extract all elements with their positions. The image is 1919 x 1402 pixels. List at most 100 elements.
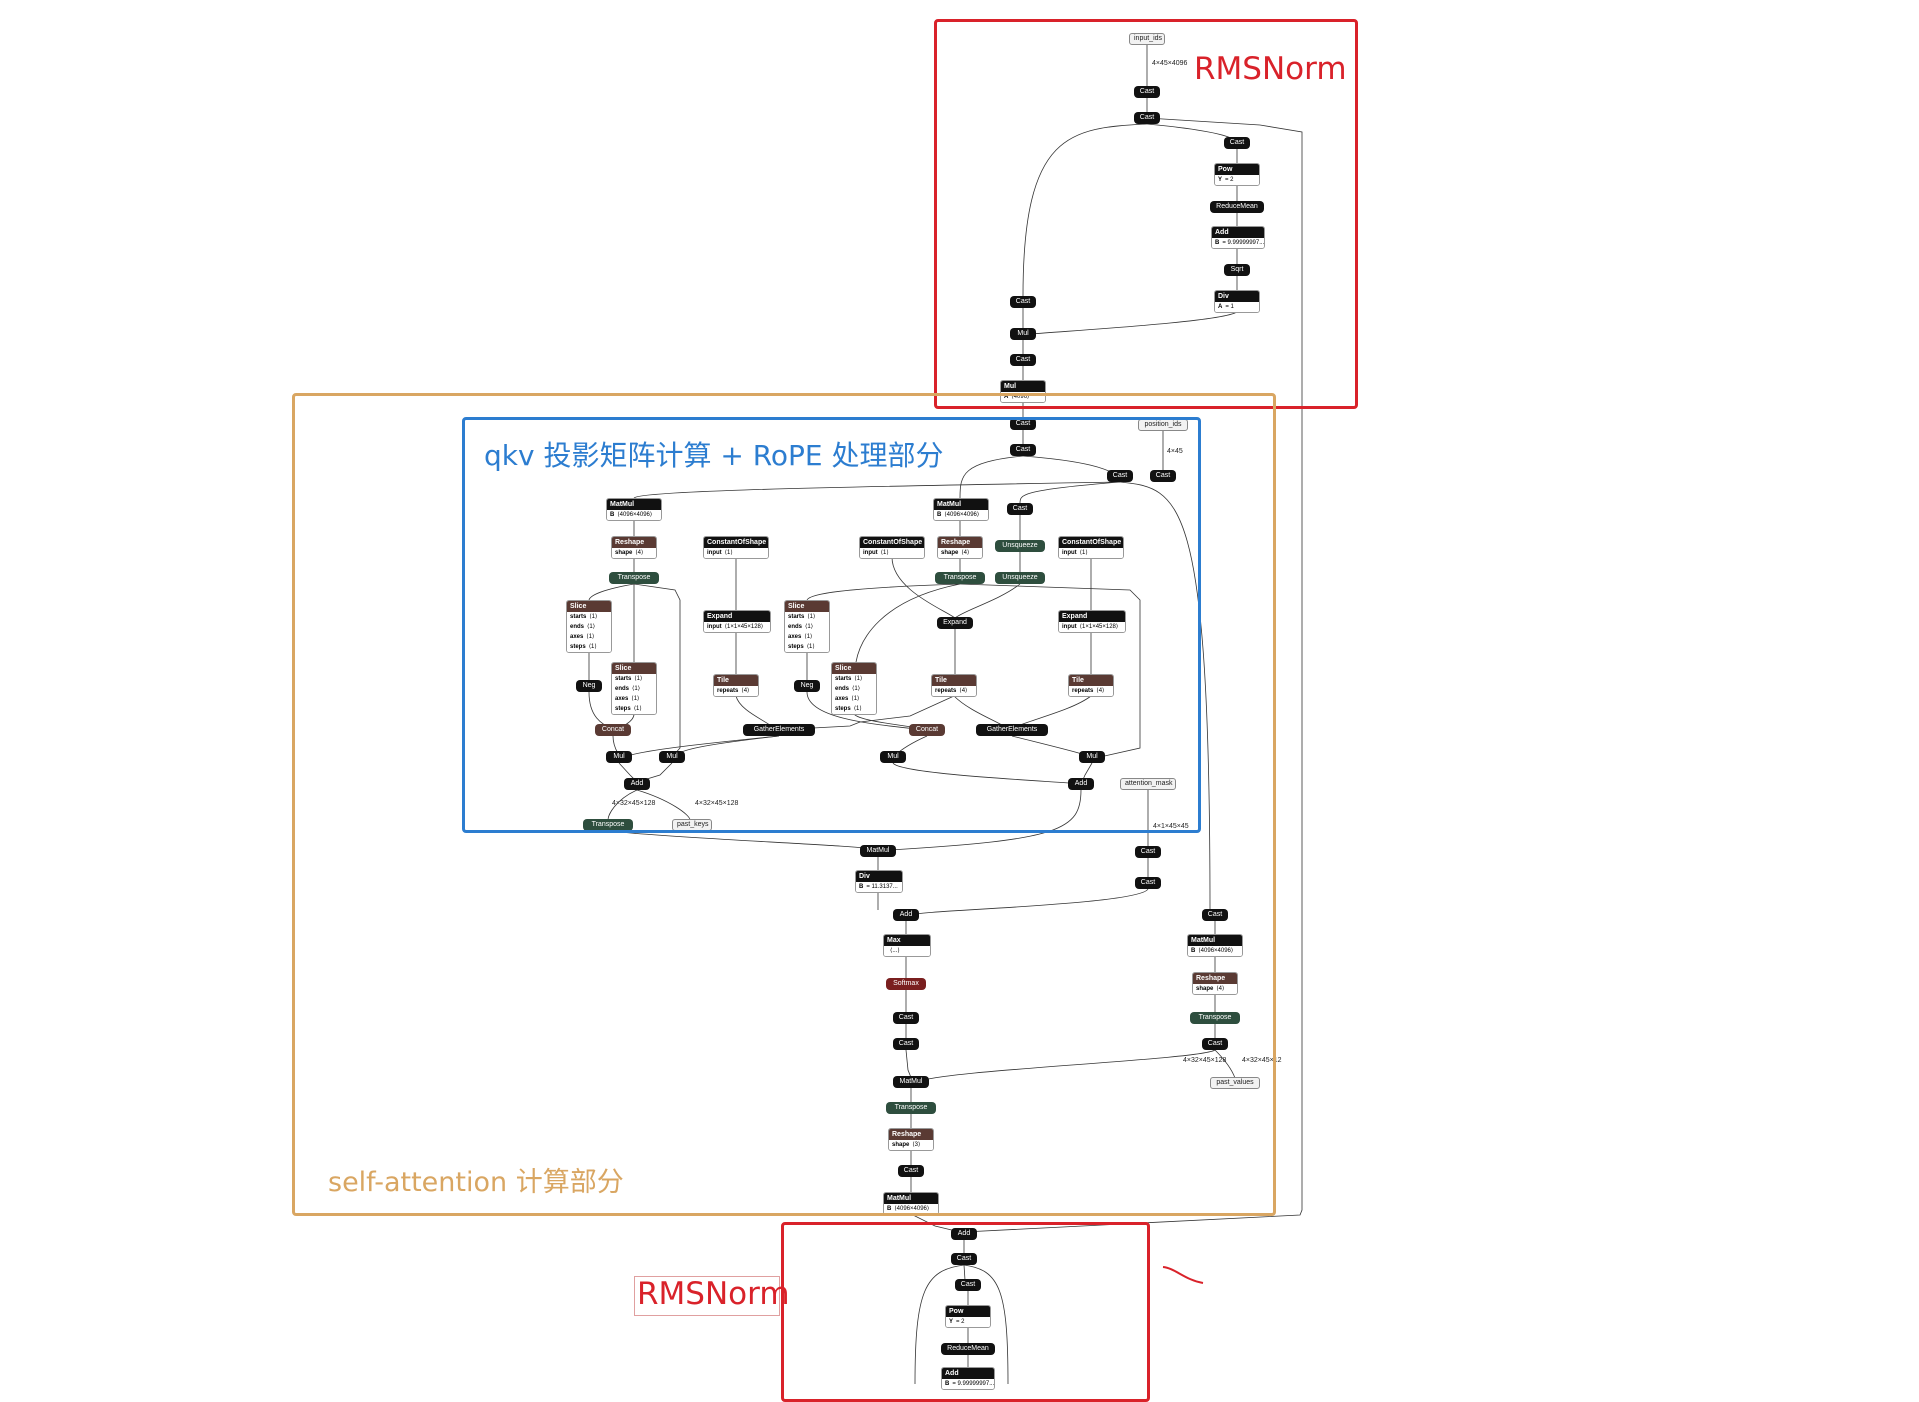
reducemean-op-node[interactable]: ReduceMean [1210,201,1264,213]
cast-op-node[interactable]: Cast [1201,909,1229,921]
sqrt-op-node[interactable]: Sqrt [1223,264,1251,276]
input-ids-io-node[interactable]: input_ids [1129,33,1165,45]
cast-op-node[interactable]: Cast [1223,137,1251,149]
cast-op-node[interactable]: Cast [897,1165,925,1177]
cast-op-node[interactable]: Cast [1009,444,1037,456]
matmul-op-node[interactable]: MatMul [893,1076,929,1088]
gatherelements-b-op-node[interactable]: GatherElements [975,724,1049,736]
op-node-attribute: Y= 2 [946,1317,990,1327]
add-op-node[interactable]: Add [893,909,919,921]
cast-op-node[interactable]: Cast [1149,470,1177,482]
unsqueeze-a-op-node[interactable]: Unsqueeze [995,540,1045,552]
mul-op-node[interactable]: Mul [659,751,685,763]
op-node-attribute: input⟨1⟩ [704,548,768,558]
mul-op-node[interactable]: Mul [880,751,906,763]
op-node-attribute: ends⟨1⟩ [612,684,656,694]
matmul-op-node[interactable]: MatMul [860,845,896,857]
qkv-rope-title: qkv 投影矩阵计算 + RoPE 处理部分 [484,439,944,472]
op-node-attribute: starts⟨1⟩ [785,612,829,622]
add-op-node[interactable]: Add [624,778,650,790]
cast-op-node[interactable]: Cast [954,1279,982,1291]
add-op-node[interactable]: Add [951,1228,977,1240]
unsqueeze-b-op-node[interactable]: Unsqueeze [995,572,1045,584]
cast-op-node[interactable]: Cast [950,1253,978,1265]
cast-op-node[interactable]: Cast [1133,86,1161,98]
transpose-q-op-node[interactable]: Transpose [609,572,659,584]
transpose-k-op-node[interactable]: Transpose [935,572,985,584]
attention-mask-io-node[interactable]: attention_mask [1120,778,1176,790]
op-node-attribute: Y= 2 [1215,175,1259,185]
attribute-name: shape [941,550,959,556]
gatherelements-a-op-node[interactable]: GatherElements [742,724,816,736]
graph-edge [855,583,961,663]
op-node-title: Div [1215,291,1259,302]
attribute-value: ⟨4096×4096⟩ [1198,948,1234,954]
cast-op-node[interactable]: Cast [1134,877,1162,889]
attribute-value: ⟨4096⟩ [1011,394,1030,400]
transpose-v-op-node[interactable]: Transpose [1190,1012,1240,1024]
op-node-title: Add [942,1368,994,1379]
cast-op-node[interactable]: Cast [1006,503,1034,515]
mul-op-node[interactable]: Mul [1079,751,1105,763]
reducemean-op-node[interactable]: ReduceMean [941,1343,995,1355]
cast-op-node[interactable]: Cast [1201,1038,1229,1050]
op-node-attribute: starts⟨1⟩ [832,674,876,684]
cast-op-node[interactable]: Cast [1009,354,1037,366]
attribute-value: ⟨1⟩ [854,676,863,682]
edge-shape-label: 4×45 [1167,448,1183,455]
cast-op-node[interactable]: Cast [892,1038,920,1050]
cast-op-node[interactable]: Cast [1009,296,1037,308]
graph-edge [624,735,780,758]
add-op-node[interactable]: Add [1068,778,1094,790]
op-node-attribute: axes⟨1⟩ [832,694,876,704]
neg-op-node[interactable]: Neg [794,680,820,692]
cast-op-node[interactable]: Cast [1134,846,1162,858]
transpose-out-op-node[interactable]: Transpose [886,1102,936,1114]
concat-q-op-node[interactable]: Concat [595,724,631,736]
attribute-name: steps [835,706,851,712]
concat-k-op-node[interactable]: Concat [909,724,945,736]
expand-op-node[interactable]: Expand [937,617,973,629]
cast-op-node[interactable]: Cast [1106,470,1134,482]
cast-op-node[interactable]: Cast [1009,418,1037,430]
attribute-name: input [707,550,722,556]
attribute-value: ⟨4⟩ [1216,986,1225,992]
neg-op-node[interactable]: Neg [576,680,602,692]
attribute-name: axes [570,634,584,640]
mul-op-node[interactable]: Mul [606,751,632,763]
past-values-io-node[interactable]: past_values [1210,1077,1260,1089]
cast-op-node[interactable]: Cast [892,1012,920,1024]
max-op-node[interactable]: Max⟨...⟩ [883,934,931,957]
softmax-op-node[interactable]: Softmax [885,978,927,990]
cast-op-node[interactable]: Cast [1133,112,1161,124]
op-node-attribute: ⟨...⟩ [884,946,930,956]
transpose-key-op-node[interactable]: Transpose [583,819,633,831]
mul-op-node[interactable]: Mul [1010,328,1036,340]
